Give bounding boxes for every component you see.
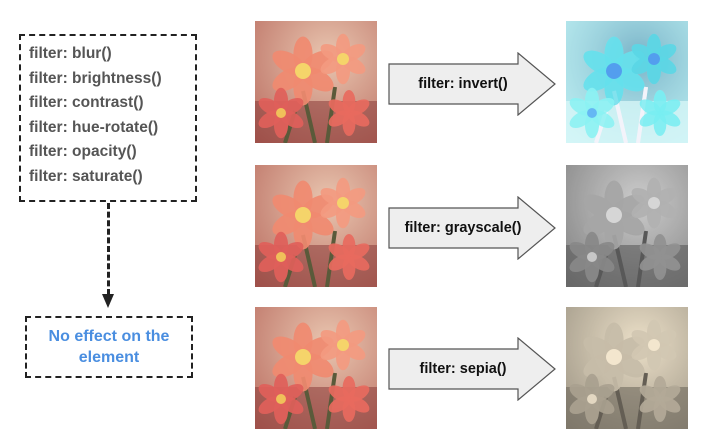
filter-item: filter: contrast() (29, 94, 144, 112)
grayscale-arrow: filter: grayscale() (388, 196, 556, 260)
arrow-label: filter: sepia() (419, 361, 507, 377)
dashed-connector (107, 203, 110, 295)
filter-item: filter: saturate() (29, 167, 143, 185)
flower-illustration (255, 307, 377, 429)
invert-arrow: filter: invert() (388, 52, 556, 116)
arrow-label: filter: grayscale() (404, 220, 522, 236)
flower-illustration (566, 165, 688, 287)
flower-illustration (255, 21, 377, 143)
filter-item: filter: blur() (29, 45, 112, 62)
flower-illustration (566, 21, 688, 143)
original-flower-image (255, 165, 377, 287)
arrow-shape (388, 196, 556, 260)
filter-item: filter: hue-rotate() (29, 118, 159, 136)
sepia-flower-image (566, 307, 688, 429)
inverted-flower-image (566, 21, 688, 143)
note-text: No effect on the element (48, 328, 170, 366)
arrow-shape (388, 52, 556, 116)
no-effect-note: No effect on the element (25, 316, 193, 378)
grayscale-flower-image (566, 165, 688, 287)
arrow-label: filter: invert() (418, 76, 508, 92)
arrow-shape (388, 337, 556, 401)
original-flower-image (255, 21, 377, 143)
sepia-arrow: filter: sepia() (388, 337, 556, 401)
flower-illustration (566, 307, 688, 429)
original-flower-image (255, 307, 377, 429)
filter-item: filter: brightness() (29, 69, 162, 87)
flower-illustration (255, 165, 377, 287)
arrow-down-icon (102, 294, 114, 308)
filter-item: filter: opacity() (29, 143, 137, 161)
non-affecting-filters-box: filter: blur() filter: brightness() filt… (19, 34, 197, 202)
